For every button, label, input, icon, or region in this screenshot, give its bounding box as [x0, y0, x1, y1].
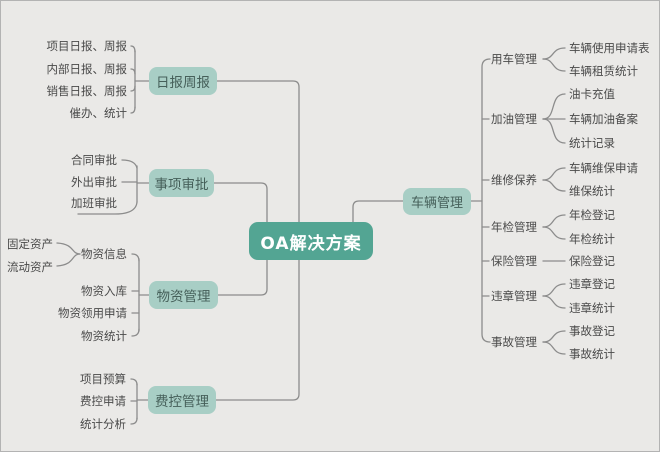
- leaf-topic[interactable]: 保险登记: [569, 254, 615, 268]
- sub-branch-topic[interactable]: 用车管理: [491, 52, 537, 66]
- leaf-topic[interactable]: 统计记录: [569, 136, 615, 150]
- leaf-topic[interactable]: 年检统计: [569, 232, 615, 246]
- leaf-topic[interactable]: 催办、统计: [69, 106, 128, 120]
- leaf-topic[interactable]: 油卡充值: [569, 87, 615, 101]
- leaf-topic[interactable]: 事故统计: [569, 347, 615, 361]
- leaf-topic[interactable]: 项目日报、周报: [46, 39, 128, 53]
- leaf-topic[interactable]: 内部日报、周报: [46, 62, 128, 76]
- root-node[interactable]: OA解决方案: [249, 222, 373, 260]
- leaf-topic[interactable]: 项目预算: [80, 372, 126, 386]
- leaf-topic[interactable]: 加班审批: [71, 196, 117, 210]
- leaf-topic[interactable]: 年检登记: [569, 208, 615, 222]
- branch-node-approval[interactable]: 事项审批: [149, 169, 214, 197]
- leaf-topic[interactable]: 固定资产: [7, 237, 53, 251]
- leaf-topic[interactable]: 统计分析: [80, 417, 126, 431]
- leaf-topic[interactable]: 维保统计: [569, 184, 615, 198]
- branch-node-materials[interactable]: 物资管理: [149, 281, 218, 309]
- branch-node-vehicle[interactable]: 车辆管理: [403, 188, 471, 215]
- sub-branch-topic[interactable]: 事故管理: [491, 335, 537, 349]
- sub-branch-topic[interactable]: 维修保养: [491, 173, 537, 187]
- leaf-topic[interactable]: 费控申请: [80, 394, 126, 408]
- sub-branch-topic[interactable]: 加油管理: [491, 112, 537, 126]
- leaf-topic[interactable]: 车辆维保申请: [569, 161, 638, 175]
- leaf-topic[interactable]: 外出审批: [71, 175, 117, 189]
- leaf-topic[interactable]: 事故登记: [569, 324, 615, 338]
- leaf-topic[interactable]: 违章登记: [569, 277, 615, 291]
- leaf-topic[interactable]: 物资入库: [81, 284, 127, 298]
- leaf-topic[interactable]: 车辆使用申请表: [569, 41, 650, 55]
- sub-branch-topic[interactable]: 年检管理: [491, 220, 537, 234]
- leaf-topic[interactable]: 流动资产: [7, 260, 53, 274]
- leaf-topic[interactable]: 物资信息: [81, 247, 127, 261]
- leaf-topic[interactable]: 物资统计: [81, 329, 127, 343]
- leaf-topic[interactable]: 车辆加油备案: [569, 112, 638, 126]
- sub-branch-topic[interactable]: 违章管理: [491, 289, 537, 303]
- leaf-topic[interactable]: 违章统计: [569, 301, 615, 315]
- branch-node-daily-report[interactable]: 日报周报: [149, 67, 217, 95]
- leaf-topic[interactable]: 车辆租赁统计: [569, 64, 638, 78]
- sub-branch-topic[interactable]: 保险管理: [491, 254, 537, 268]
- branch-node-expense[interactable]: 费控管理: [148, 386, 216, 414]
- leaf-topic[interactable]: 销售日报、周报: [46, 84, 128, 98]
- leaf-topic[interactable]: 物资领用申请: [58, 306, 127, 320]
- leaf-topic[interactable]: 合同审批: [71, 153, 117, 167]
